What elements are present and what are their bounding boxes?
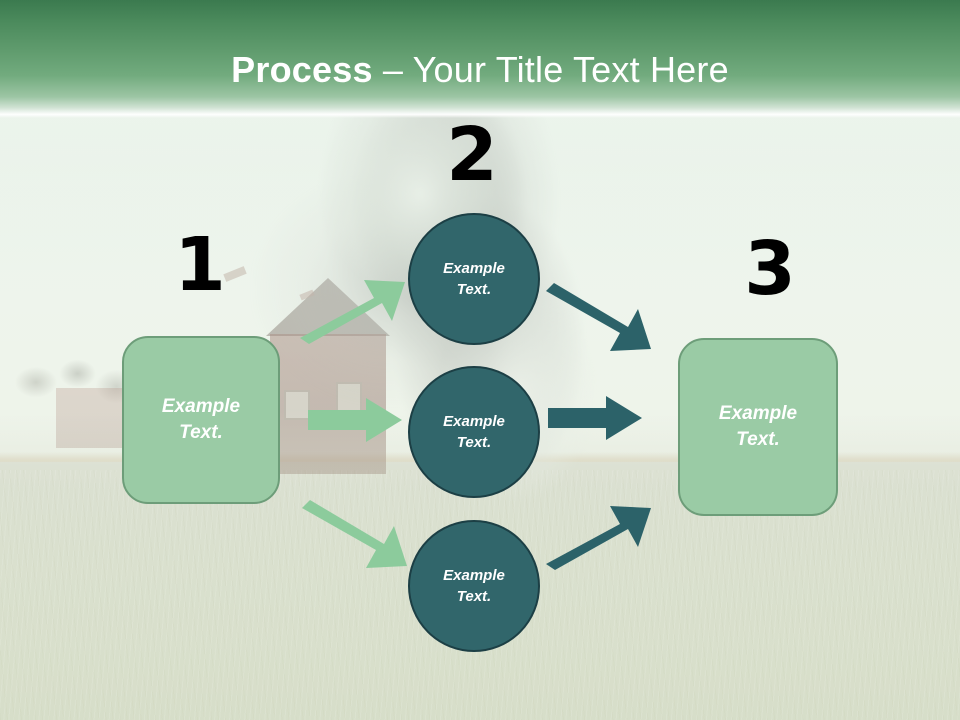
arrow-stage1-to-node3 [302,500,412,578]
stage1-box[interactable]: Example Text. [122,336,280,504]
page-title: Process – Your Title Text Here [0,49,960,91]
arrow-node1-to-stage3 [546,283,656,361]
stage3-box-label: Example Text. [718,403,798,450]
arrow-stage1-to-node1 [300,276,410,354]
arrow-stage1-to-node2 [308,398,404,442]
stage1-box-label: Example Text. [161,396,241,443]
arrow-node2-to-stage3 [548,396,644,440]
step-number-2: 2 [446,112,498,198]
stage2-node-2-label: Example Text. [443,413,505,451]
stage2-node-3-label: Example Text. [443,567,505,605]
stage2-node-1[interactable]: Example Text. [408,213,540,345]
stage2-node-3[interactable]: Example Text. [408,520,540,652]
arrow-node3-to-stage3 [546,502,656,580]
step-number-1: 1 [174,222,226,308]
step-number-3: 3 [744,226,796,312]
stage3-box[interactable]: Example Text. [678,338,838,516]
title-band [0,0,960,118]
page-title-bold: Process [231,49,373,90]
page-title-rest: – Your Title Text Here [372,49,729,90]
stage2-node-2[interactable]: Example Text. [408,366,540,498]
stage2-node-1-label: Example Text. [443,260,505,298]
